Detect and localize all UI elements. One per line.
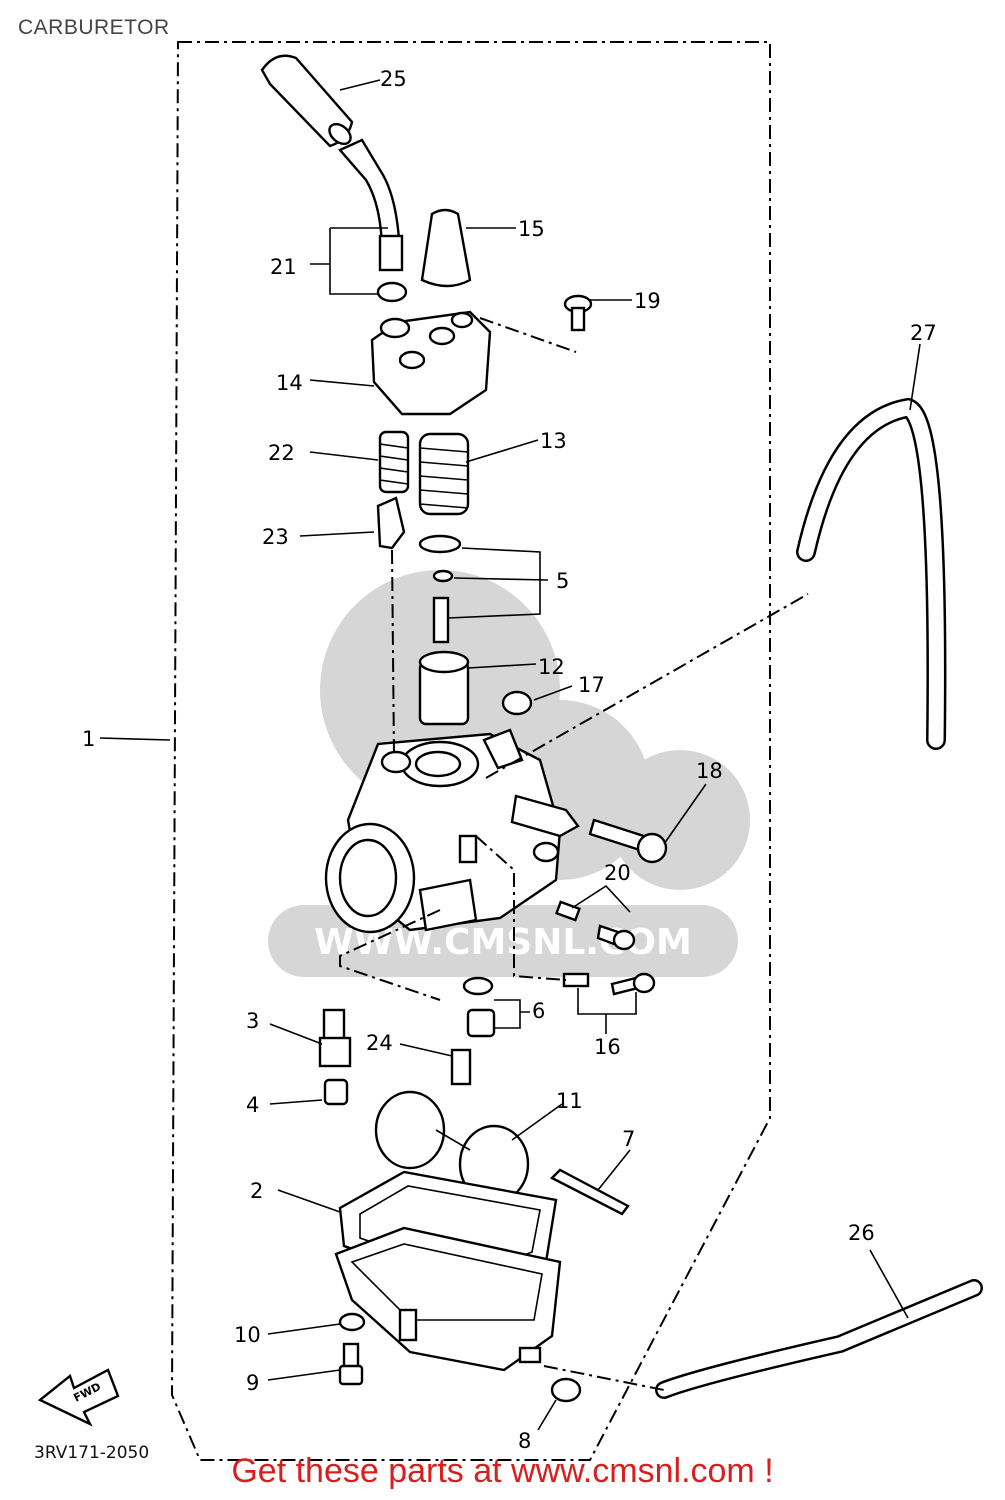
part-17-nut [501,690,533,716]
callout-labels: 25 15 21 19 27 14 13 22 23 5 12 17 1 18 … [82,67,937,1453]
callout-26: 26 [848,1221,875,1245]
part-24-pilot-jet [450,1048,472,1086]
part-6-jet [462,976,496,1038]
callout-23: 23 [262,525,289,549]
callout-21: 21 [270,255,297,279]
part-22-spring [378,430,410,494]
diagram-code: 3RV171-2050 [34,1443,150,1463]
callout-1: 1 [82,727,95,751]
callout-22: 22 [268,441,295,465]
callout-10: 10 [234,1323,261,1347]
part-8-plug [550,1377,582,1403]
callout-14: 14 [276,371,303,395]
callout-11: 11 [556,1089,583,1113]
assembly-outline [170,41,771,1461]
part-15-cap [420,208,472,288]
part-9-screw [338,1342,364,1386]
callout-5: 5 [556,569,569,593]
callout-13: 13 [540,429,567,453]
part-13-spring [418,432,470,516]
callout-8: 8 [518,1429,531,1453]
callout-25: 25 [380,67,407,91]
part-14-top [370,310,492,416]
part-4-main-jet [323,1078,349,1106]
part-23-holder [376,496,406,550]
callout-leaders [99,79,921,1431]
part-21-pipe [338,138,408,303]
page-title: CARBURETOR [18,16,170,39]
callout-12: 12 [538,655,565,679]
callout-9: 9 [246,1371,259,1395]
callout-3: 3 [246,1009,259,1033]
part-7-pin [549,1168,630,1216]
callout-16: 16 [594,1035,621,1059]
callout-17: 17 [578,673,605,697]
callout-2: 2 [250,1179,263,1203]
callout-24: 24 [366,1031,393,1055]
part-11-float [374,1090,530,1204]
callout-6: 6 [532,999,545,1023]
callout-15: 15 [518,217,545,241]
part-18-screw [588,818,668,864]
part-16-screws [562,972,656,996]
float-chamber [334,1226,562,1372]
carburetor-body [324,728,580,934]
part-19-screw [563,294,593,332]
part-10-washer [338,1312,366,1332]
part-27-hose [796,397,947,750]
fwd-arrow: FWD [37,1368,120,1427]
part-3-needle-jet [318,1008,352,1068]
part-12-throttle-valve [418,650,470,726]
callout-7: 7 [622,1127,635,1151]
callout-18: 18 [696,759,723,783]
footer-link[interactable]: Get these parts at www.cmsnl.com ! [231,1452,774,1490]
callout-20: 20 [604,861,631,885]
callout-19: 19 [634,289,661,313]
callout-27: 27 [910,321,937,345]
callout-4: 4 [246,1093,259,1117]
part-5-needle-set [418,534,462,644]
part-20-screws [555,900,636,951]
part-25-cap [260,54,354,148]
assembly-lines [339,317,809,1391]
